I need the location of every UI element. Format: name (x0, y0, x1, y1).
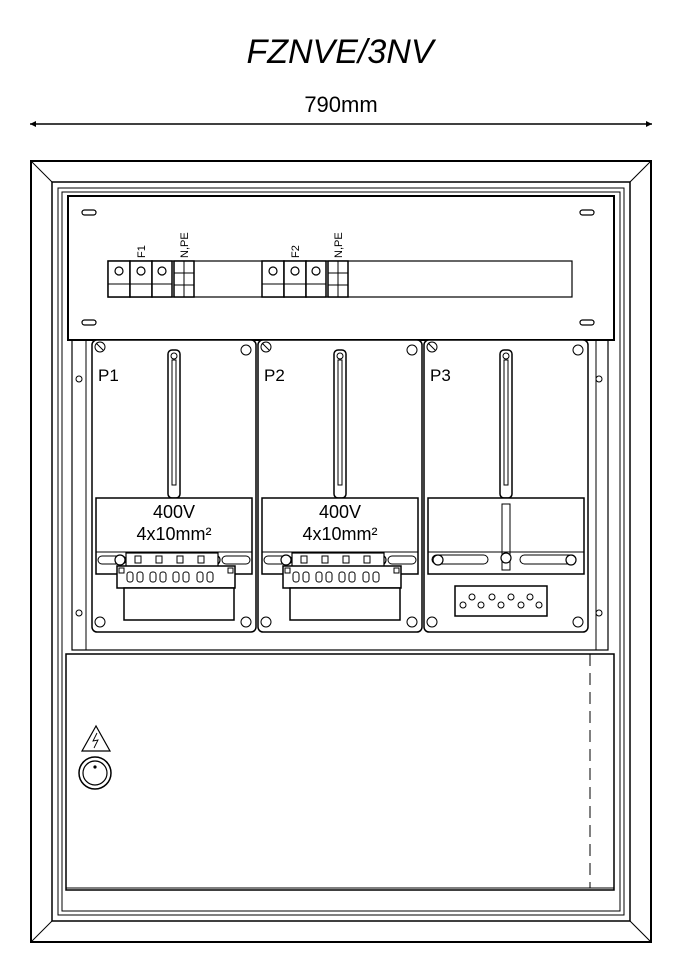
breaker-rail-panel: F1 N,PE F2 N,PE (67, 195, 615, 341)
fuse-label-f1: F1 (136, 245, 148, 258)
lower-door[interactable] (65, 653, 615, 891)
cable-label-p2: 4x10mm² (302, 524, 377, 544)
voltage-label-p1: 400V (153, 502, 195, 522)
rail-slot-right-bottom (579, 319, 595, 326)
meter-socket-p2 (289, 587, 401, 621)
panel-label-p1: P1 (98, 366, 119, 385)
rail-slot-left-top (81, 209, 97, 216)
high-voltage-warning-icon (80, 724, 112, 752)
meter-socket-p1 (123, 587, 235, 621)
meter-hanger-p1 (167, 349, 181, 499)
meter-panel-p1: P1 400V 4x10mm² (91, 339, 257, 633)
meter-hanger-p3 (499, 349, 513, 499)
breaker-group-f1: F1 N,PE (107, 232, 195, 298)
cabinet-frame (30, 160, 652, 943)
width-dimension-label: 790mm (304, 92, 377, 117)
npe-label-1: N,PE (179, 232, 191, 258)
meter-panel-p2: P2 400V 4x10mm² (257, 339, 423, 633)
rail-slot-right-top (579, 209, 595, 216)
terminal-block-p1 (116, 565, 236, 589)
voltage-label-p2: 400V (319, 502, 361, 522)
neutral-terminal-p3 (454, 585, 548, 617)
drawing-title: FZNVE/3NV (246, 33, 436, 71)
meter-panel-p3: P3 (423, 339, 589, 633)
door-lock-icon[interactable] (78, 756, 112, 790)
terminal-block-p2 (282, 565, 402, 589)
cable-label-p1: 4x10mm² (136, 524, 211, 544)
npe-label-2: N,PE (333, 232, 345, 258)
meter-hanger-p2 (333, 349, 347, 499)
breaker-group-f2: F2 N,PE (261, 232, 349, 298)
rail-slot-left-bottom (81, 319, 97, 326)
panel-label-p2: P2 (264, 366, 285, 385)
panel-label-p3: P3 (430, 366, 451, 385)
fuse-label-f2: F2 (290, 245, 302, 258)
